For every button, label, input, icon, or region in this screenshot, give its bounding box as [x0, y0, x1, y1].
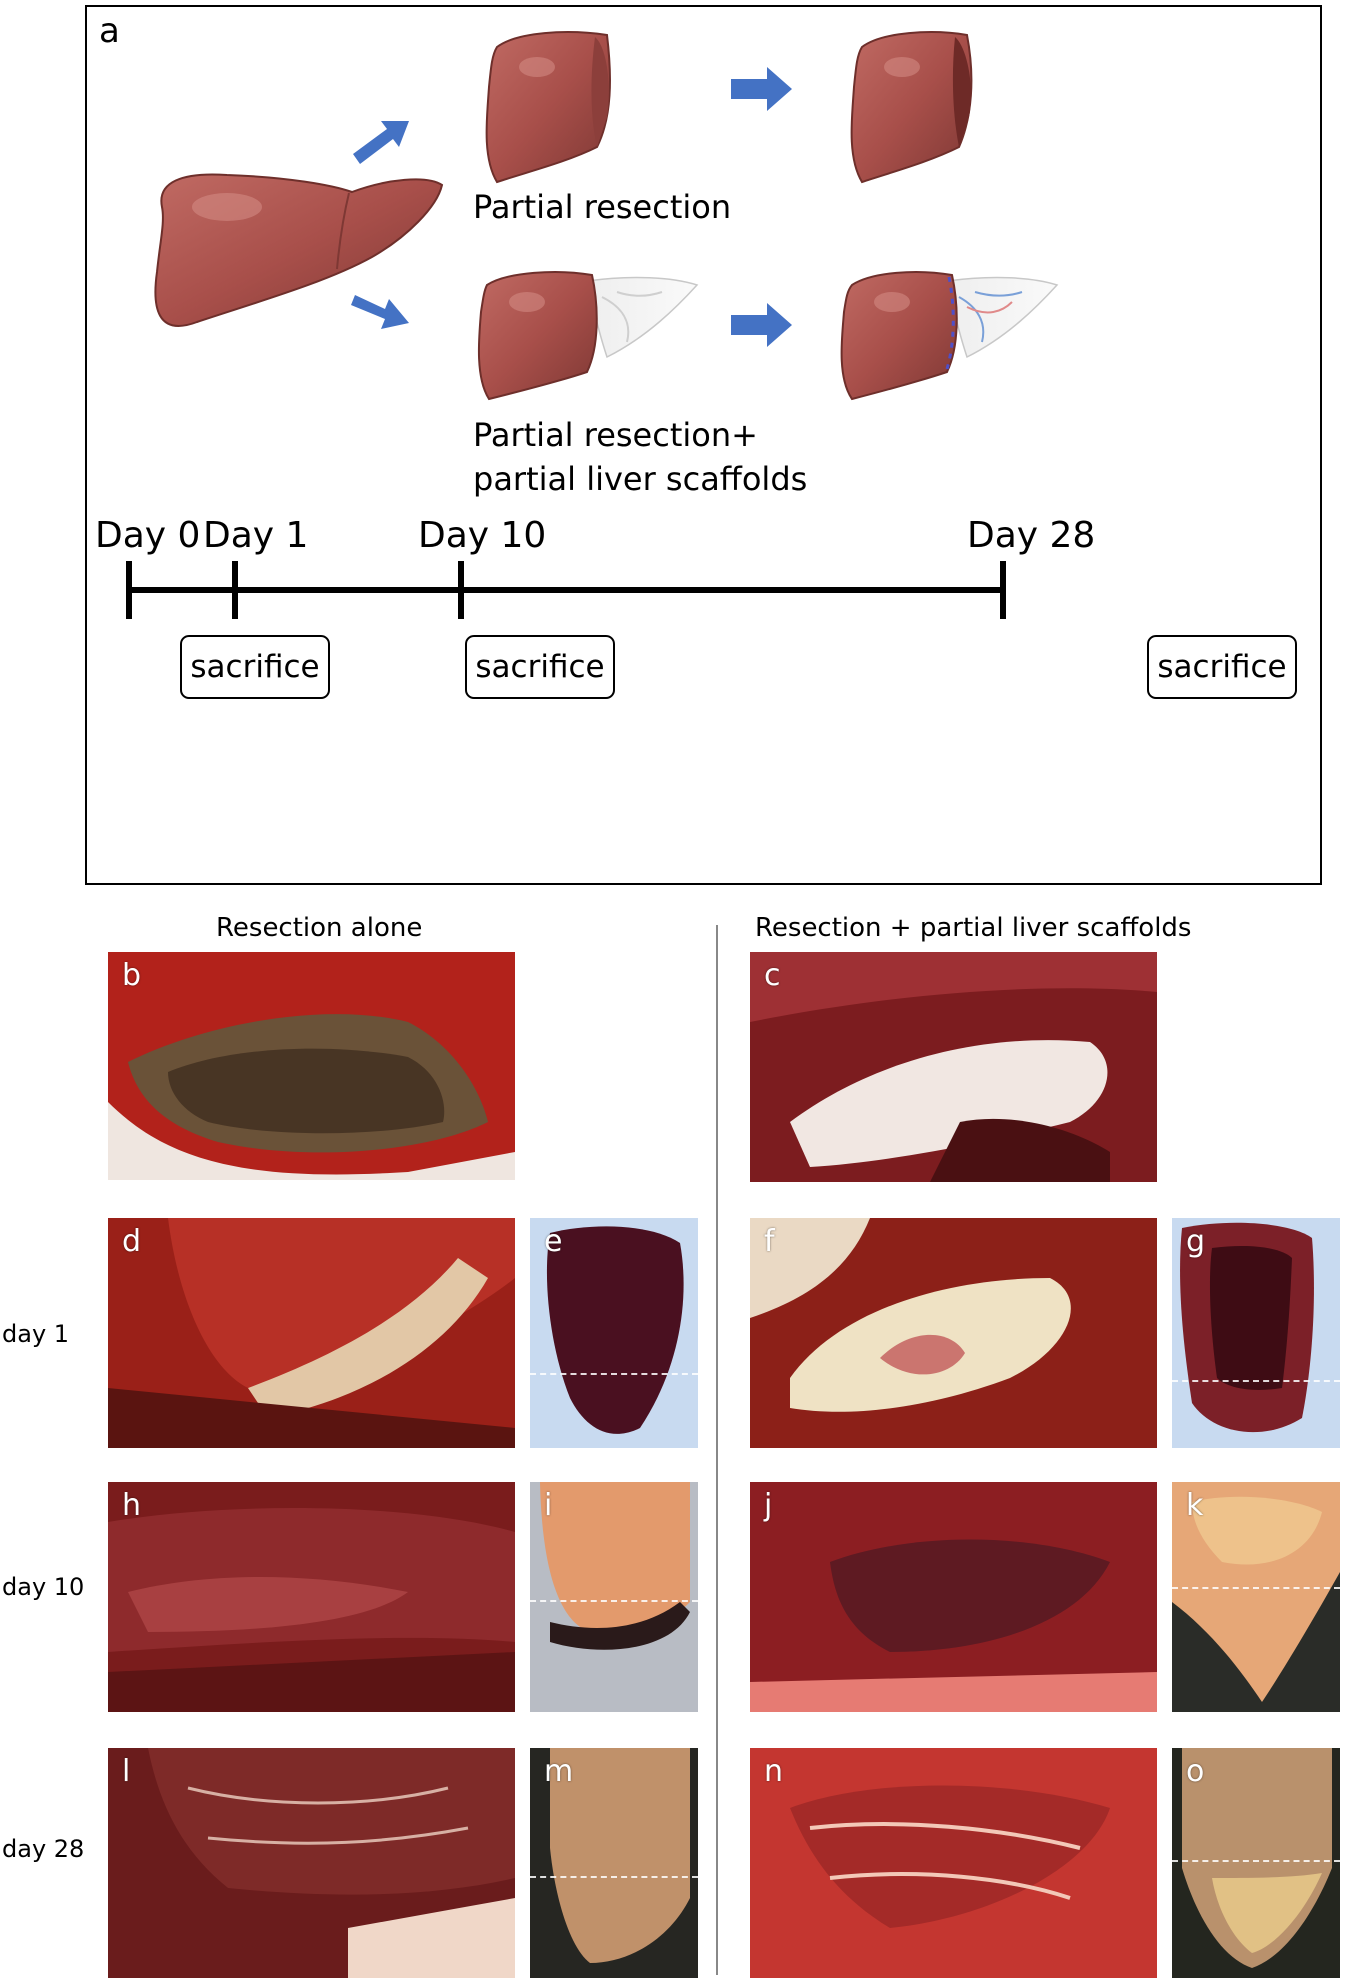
photo-letter-k: k	[1186, 1488, 1204, 1523]
photo-l: l	[108, 1748, 515, 1978]
photo-letter-l: l	[122, 1754, 131, 1789]
photo-letter-n: n	[764, 1754, 784, 1789]
photo-letter-g: g	[1186, 1224, 1206, 1259]
photo-letter-i: i	[544, 1488, 553, 1523]
panel-letter-a: a	[99, 11, 120, 51]
row-label-day-28: day 28	[2, 1835, 85, 1863]
photo-letter-h: h	[122, 1488, 142, 1523]
timeline	[126, 561, 1006, 619]
timeline-day-0: Day 0	[95, 515, 201, 556]
resected-liver-icon	[485, 31, 611, 184]
photo-letter-j: j	[764, 1488, 773, 1523]
photo-letter-f: f	[764, 1224, 775, 1259]
column-divider	[716, 925, 718, 1975]
panel-a-schematic: a	[85, 5, 1322, 885]
photo-j: j	[750, 1482, 1157, 1712]
regenerated-liver-icon	[850, 31, 973, 184]
row-label-day-10: day 10	[2, 1573, 85, 1601]
sacrifice-box-day-1: sacrifice	[180, 635, 330, 699]
photo-letter-m: m	[544, 1754, 574, 1789]
photo-d: d	[108, 1218, 515, 1448]
photo-i: i	[530, 1482, 698, 1712]
timeline-day-28: Day 28	[967, 515, 1096, 556]
photo-g: g	[1172, 1218, 1340, 1448]
sacrifice-box-day-10: sacrifice	[465, 635, 615, 699]
photo-letter-d: d	[122, 1224, 142, 1259]
regenerated-liver-with-scaffold-icon	[840, 271, 1059, 401]
photo-k: k	[1172, 1482, 1340, 1712]
label-resection-scaffold-line2: partial liver scaffolds	[473, 460, 808, 498]
photo-n: n	[750, 1748, 1157, 1978]
label-resection-scaffold-line1: Partial resection+	[473, 416, 758, 454]
photo-b: b	[108, 952, 515, 1180]
label-partial-resection: Partial resection	[473, 188, 732, 226]
column-header-resection-alone: Resection alone	[216, 913, 423, 943]
timeline-day-10: Day 10	[418, 515, 547, 556]
photo-h: h	[108, 1482, 515, 1712]
photo-e: e	[530, 1218, 698, 1448]
photo-f: f	[750, 1218, 1157, 1448]
timeline-day-1: Day 1	[203, 515, 309, 556]
arrow-icon	[351, 67, 792, 347]
photo-m: m	[530, 1748, 698, 1978]
photo-letter-e: e	[544, 1224, 563, 1259]
column-header-resection-scaffolds: Resection + partial liver scaffolds	[755, 913, 1192, 943]
photo-o: o	[1172, 1748, 1340, 1978]
whole-liver-icon	[154, 173, 444, 327]
photo-letter-c: c	[764, 958, 781, 993]
schematic-drawing	[126, 31, 1059, 619]
sacrifice-box-day-28: sacrifice	[1147, 635, 1297, 699]
liver-with-scaffold-icon	[477, 271, 699, 401]
photo-c: c	[750, 952, 1157, 1182]
photo-letter-o: o	[1186, 1754, 1205, 1789]
row-label-day-1: day 1	[2, 1320, 70, 1348]
photo-letter-b: b	[122, 958, 142, 993]
